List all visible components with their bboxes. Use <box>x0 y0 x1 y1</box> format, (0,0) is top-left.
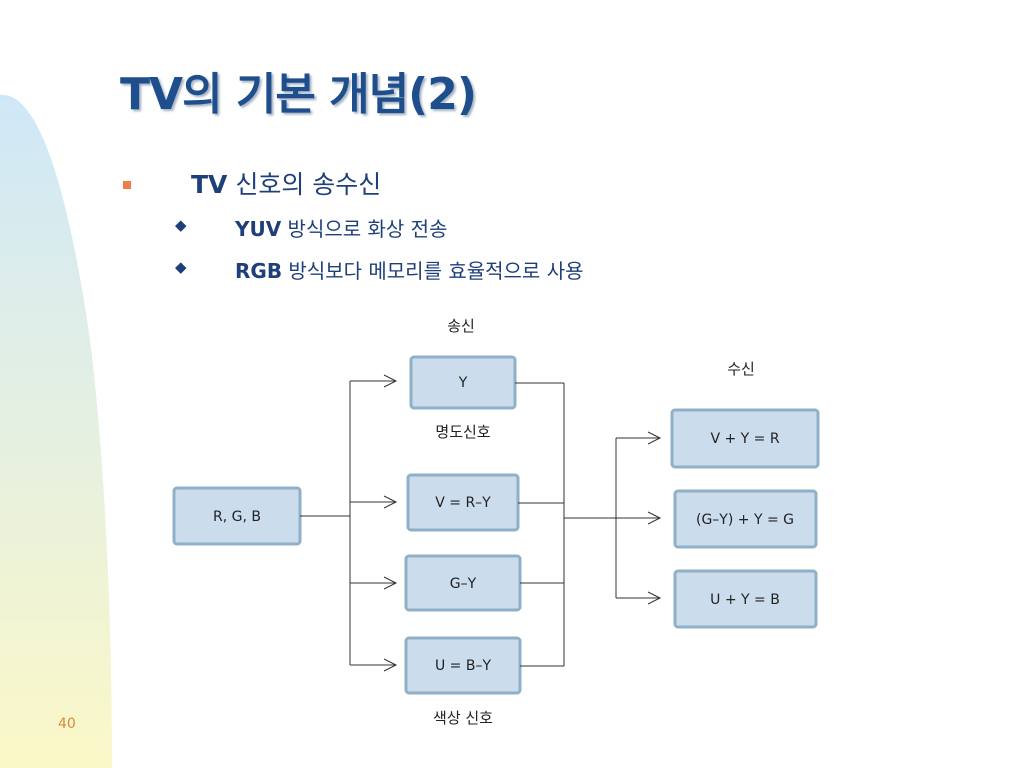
bullet-sub-1-rest: 방식으로 화상 전송 <box>281 217 448 241</box>
arrow-head-icon <box>383 576 398 590</box>
source-text: R, G, B <box>213 509 261 525</box>
receive-label: 수신 <box>727 360 755 378</box>
output-box-b <box>673 569 818 629</box>
diamond-bullet-icon: ◆ <box>175 258 187 276</box>
arrow-head-icon <box>383 658 398 672</box>
bullet-sub-1-bold: YUV <box>235 217 282 241</box>
slide-title: TV의 기본 개념(2) <box>120 69 477 120</box>
luminance-caption: 명도신호 <box>435 423 490 441</box>
diamond-bullet-icon: ◆ <box>175 216 187 234</box>
chroma-caption: 색상 신호 <box>433 709 493 727</box>
arrow-head-icon <box>647 511 662 525</box>
output-box-r-text: V + Y = R <box>710 431 779 447</box>
bullet-sub-1-text: YUV 방식으로 화상 전송 <box>235 213 447 242</box>
arrow-head-icon <box>383 374 398 388</box>
bullet-main-text: TV 신호의 송수신 <box>191 165 381 201</box>
arrow-head-icon <box>647 591 662 605</box>
bullet-main-bold: TV <box>191 170 228 199</box>
chroma-box-gy-text: G–Y <box>450 576 477 592</box>
square-bullet-icon <box>123 181 131 189</box>
output-box-g <box>673 489 818 549</box>
chroma-box-u-text: U = B–Y <box>435 658 491 674</box>
bullet-sub-2-bold: RGB <box>235 259 283 283</box>
page-number: 40 <box>58 716 76 732</box>
bullet-sub-2-text: RGB 방식보다 메모리를 효율적으로 사용 <box>235 255 584 284</box>
output-box-b-text: U + Y = B <box>710 592 780 608</box>
chroma-box-v-text: V = R–Y <box>435 495 491 511</box>
bullet-main-rest: 신호의 송수신 <box>227 170 382 199</box>
arrow-head-icon <box>383 495 398 509</box>
output-box-r <box>670 408 820 469</box>
bullet-sub-2-rest: 방식보다 메모리를 효율적으로 사용 <box>282 259 584 283</box>
luminance-box-text: Y <box>458 375 468 391</box>
arrow-head-icon <box>647 431 662 445</box>
output-box-g-text: (G–Y) + Y = G <box>696 512 794 528</box>
send-label: 송신 <box>447 317 475 335</box>
